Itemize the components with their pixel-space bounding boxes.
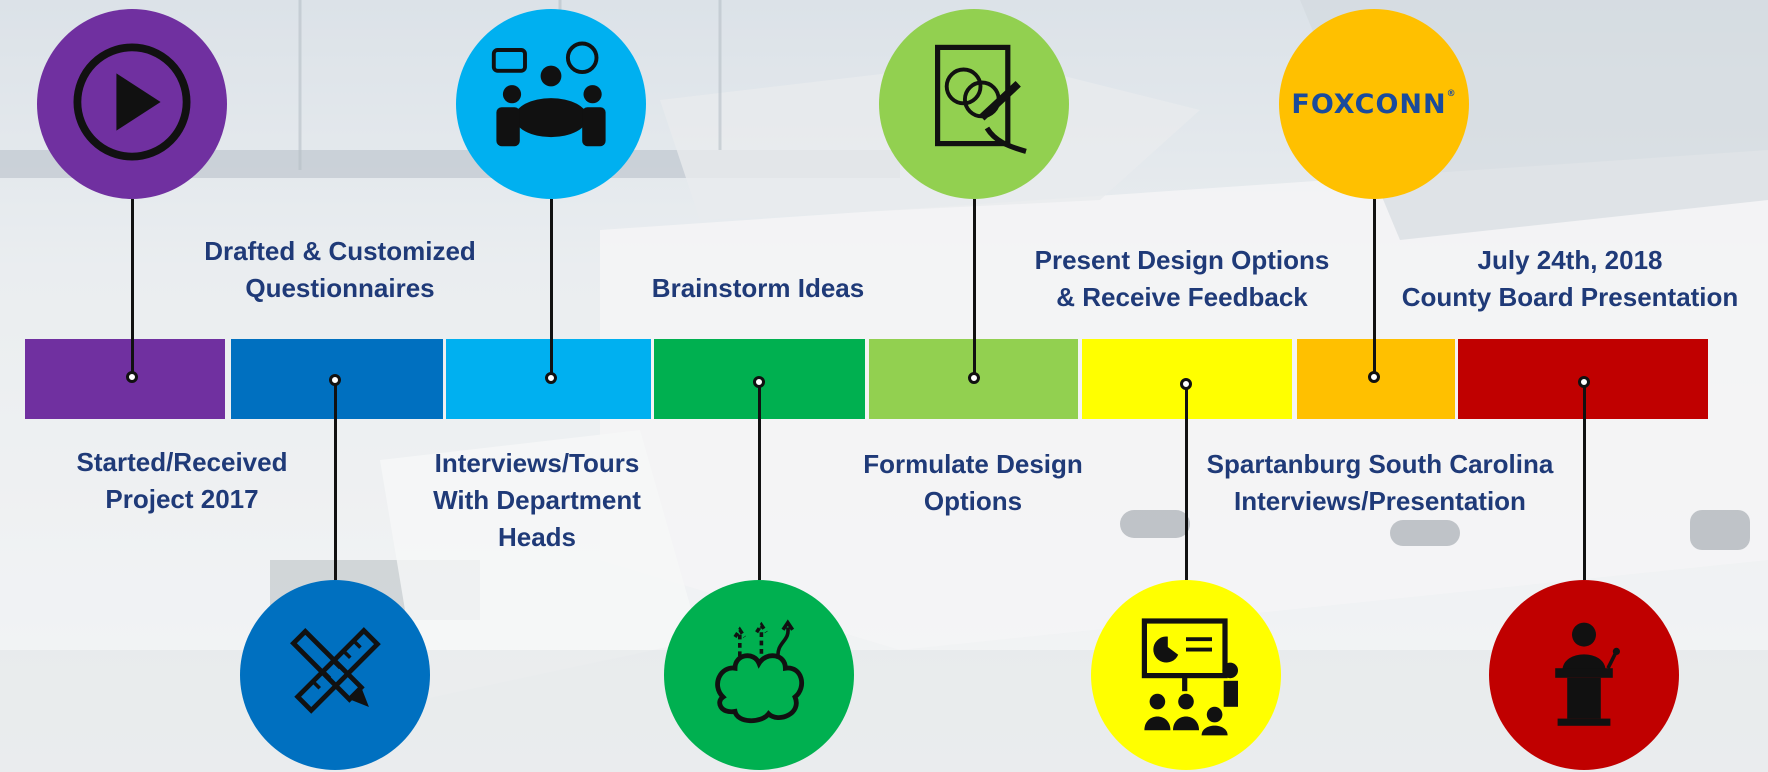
milestone-circle: FOXCONN® (1279, 9, 1469, 199)
milestone-label-line: County Board Presentation (1401, 282, 1739, 312)
milestone-circle (1091, 580, 1281, 770)
logo-text: FOXCONN (1291, 88, 1447, 120)
milestone-circle (240, 580, 430, 770)
milestone-label-line: Spartanburg South Carolina (1206, 449, 1554, 479)
play-icon (67, 37, 197, 172)
timeline-dot (329, 374, 341, 386)
connector-line (130, 199, 134, 377)
milestone-label-line: With Department (433, 485, 641, 515)
registered-mark: ® (1446, 88, 1457, 99)
timeline-dot (545, 372, 557, 384)
milestone-label-line: Interviews/Presentation (1234, 486, 1526, 516)
brain-icon (699, 613, 819, 738)
milestone-label-line: Drafted & Customized (204, 236, 476, 266)
connector-line (1372, 199, 1376, 377)
milestone-label-line: Questionnaires (245, 273, 435, 303)
timeline-dot (1368, 371, 1380, 383)
timeline-dot (1180, 378, 1192, 390)
milestone-circle (1489, 580, 1679, 770)
connector-line (1582, 382, 1586, 580)
milestone-label: Brainstorm Ideas (578, 270, 938, 307)
milestone-label-line: & Receive Feedback (1056, 282, 1308, 312)
milestone-label: Present Design Options & Receive Feedback (1002, 242, 1362, 316)
milestone-circle (879, 9, 1069, 199)
meeting-icon (486, 37, 616, 172)
milestone-label-line: July 24th, 2018 (1477, 245, 1663, 275)
milestone-label-line: Formulate Design (863, 449, 1083, 479)
milestone-label-line: Heads (497, 522, 577, 552)
milestone-label-line: Interviews/Tours (434, 448, 640, 478)
milestone-circle (664, 580, 854, 770)
timeline-dot (126, 371, 138, 383)
connector-line (333, 380, 337, 580)
foxconn-logo: FOXCONN® (1291, 89, 1456, 120)
connector-line (549, 199, 553, 378)
milestone-label-line: Options (923, 486, 1023, 516)
timeline-segment (25, 339, 225, 419)
connector-line (757, 382, 761, 580)
podium-icon (1524, 613, 1644, 738)
presentation-icon (1121, 608, 1251, 743)
connector-line (972, 199, 976, 378)
design-sketch-icon (909, 37, 1039, 172)
pencil-ruler-icon (275, 613, 395, 738)
timeline-dot (753, 376, 765, 388)
milestone-label-line: Brainstorm Ideas (651, 273, 865, 303)
timeline-dot (1578, 376, 1590, 388)
milestone-label-line: Present Design Options (1034, 245, 1330, 275)
milestone-circle (37, 9, 227, 199)
milestone-label-line: Project 2017 (105, 484, 259, 514)
milestone-circle (456, 9, 646, 199)
timeline-dot (968, 372, 980, 384)
connector-line (1184, 384, 1188, 580)
milestone-label-line: Started/Received (76, 447, 288, 477)
